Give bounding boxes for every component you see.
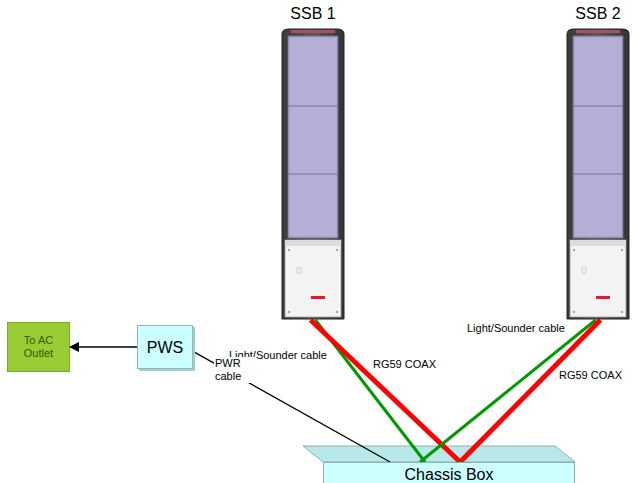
pedestal-heading: SSB 1: [273, 4, 353, 24]
pedestal-illustration: [281, 28, 345, 320]
box-label: Chassis Box: [405, 465, 494, 483]
cable-label: Light/Sounder cable: [466, 322, 566, 335]
cable-line: [420, 320, 596, 462]
box-label: PWS: [147, 338, 183, 357]
cable-label: RG59 COAX: [558, 369, 623, 382]
pedestal-illustration: [566, 28, 630, 320]
cable-label: PWR cable: [214, 357, 256, 383]
cable-line: [311, 320, 460, 462]
pedestal-unit: SSB 2: [558, 4, 634, 320]
power-supply-box: PWS: [137, 325, 193, 369]
outlet-box: To AC Outlet: [7, 322, 70, 372]
box-label: To AC Outlet: [12, 334, 65, 360]
cable-line: [70, 346, 137, 348]
pedestal-holder: [273, 4, 353, 320]
chassis-box: Chassis Box: [323, 462, 575, 483]
cable-label: RG59 COAX: [372, 358, 437, 371]
cable-line: [460, 320, 600, 462]
pedestal-heading: SSB 2: [558, 4, 634, 24]
pedestal-holder: [558, 4, 634, 320]
pedestal-unit: SSB 1: [273, 4, 353, 320]
cable-line: [193, 351, 390, 462]
